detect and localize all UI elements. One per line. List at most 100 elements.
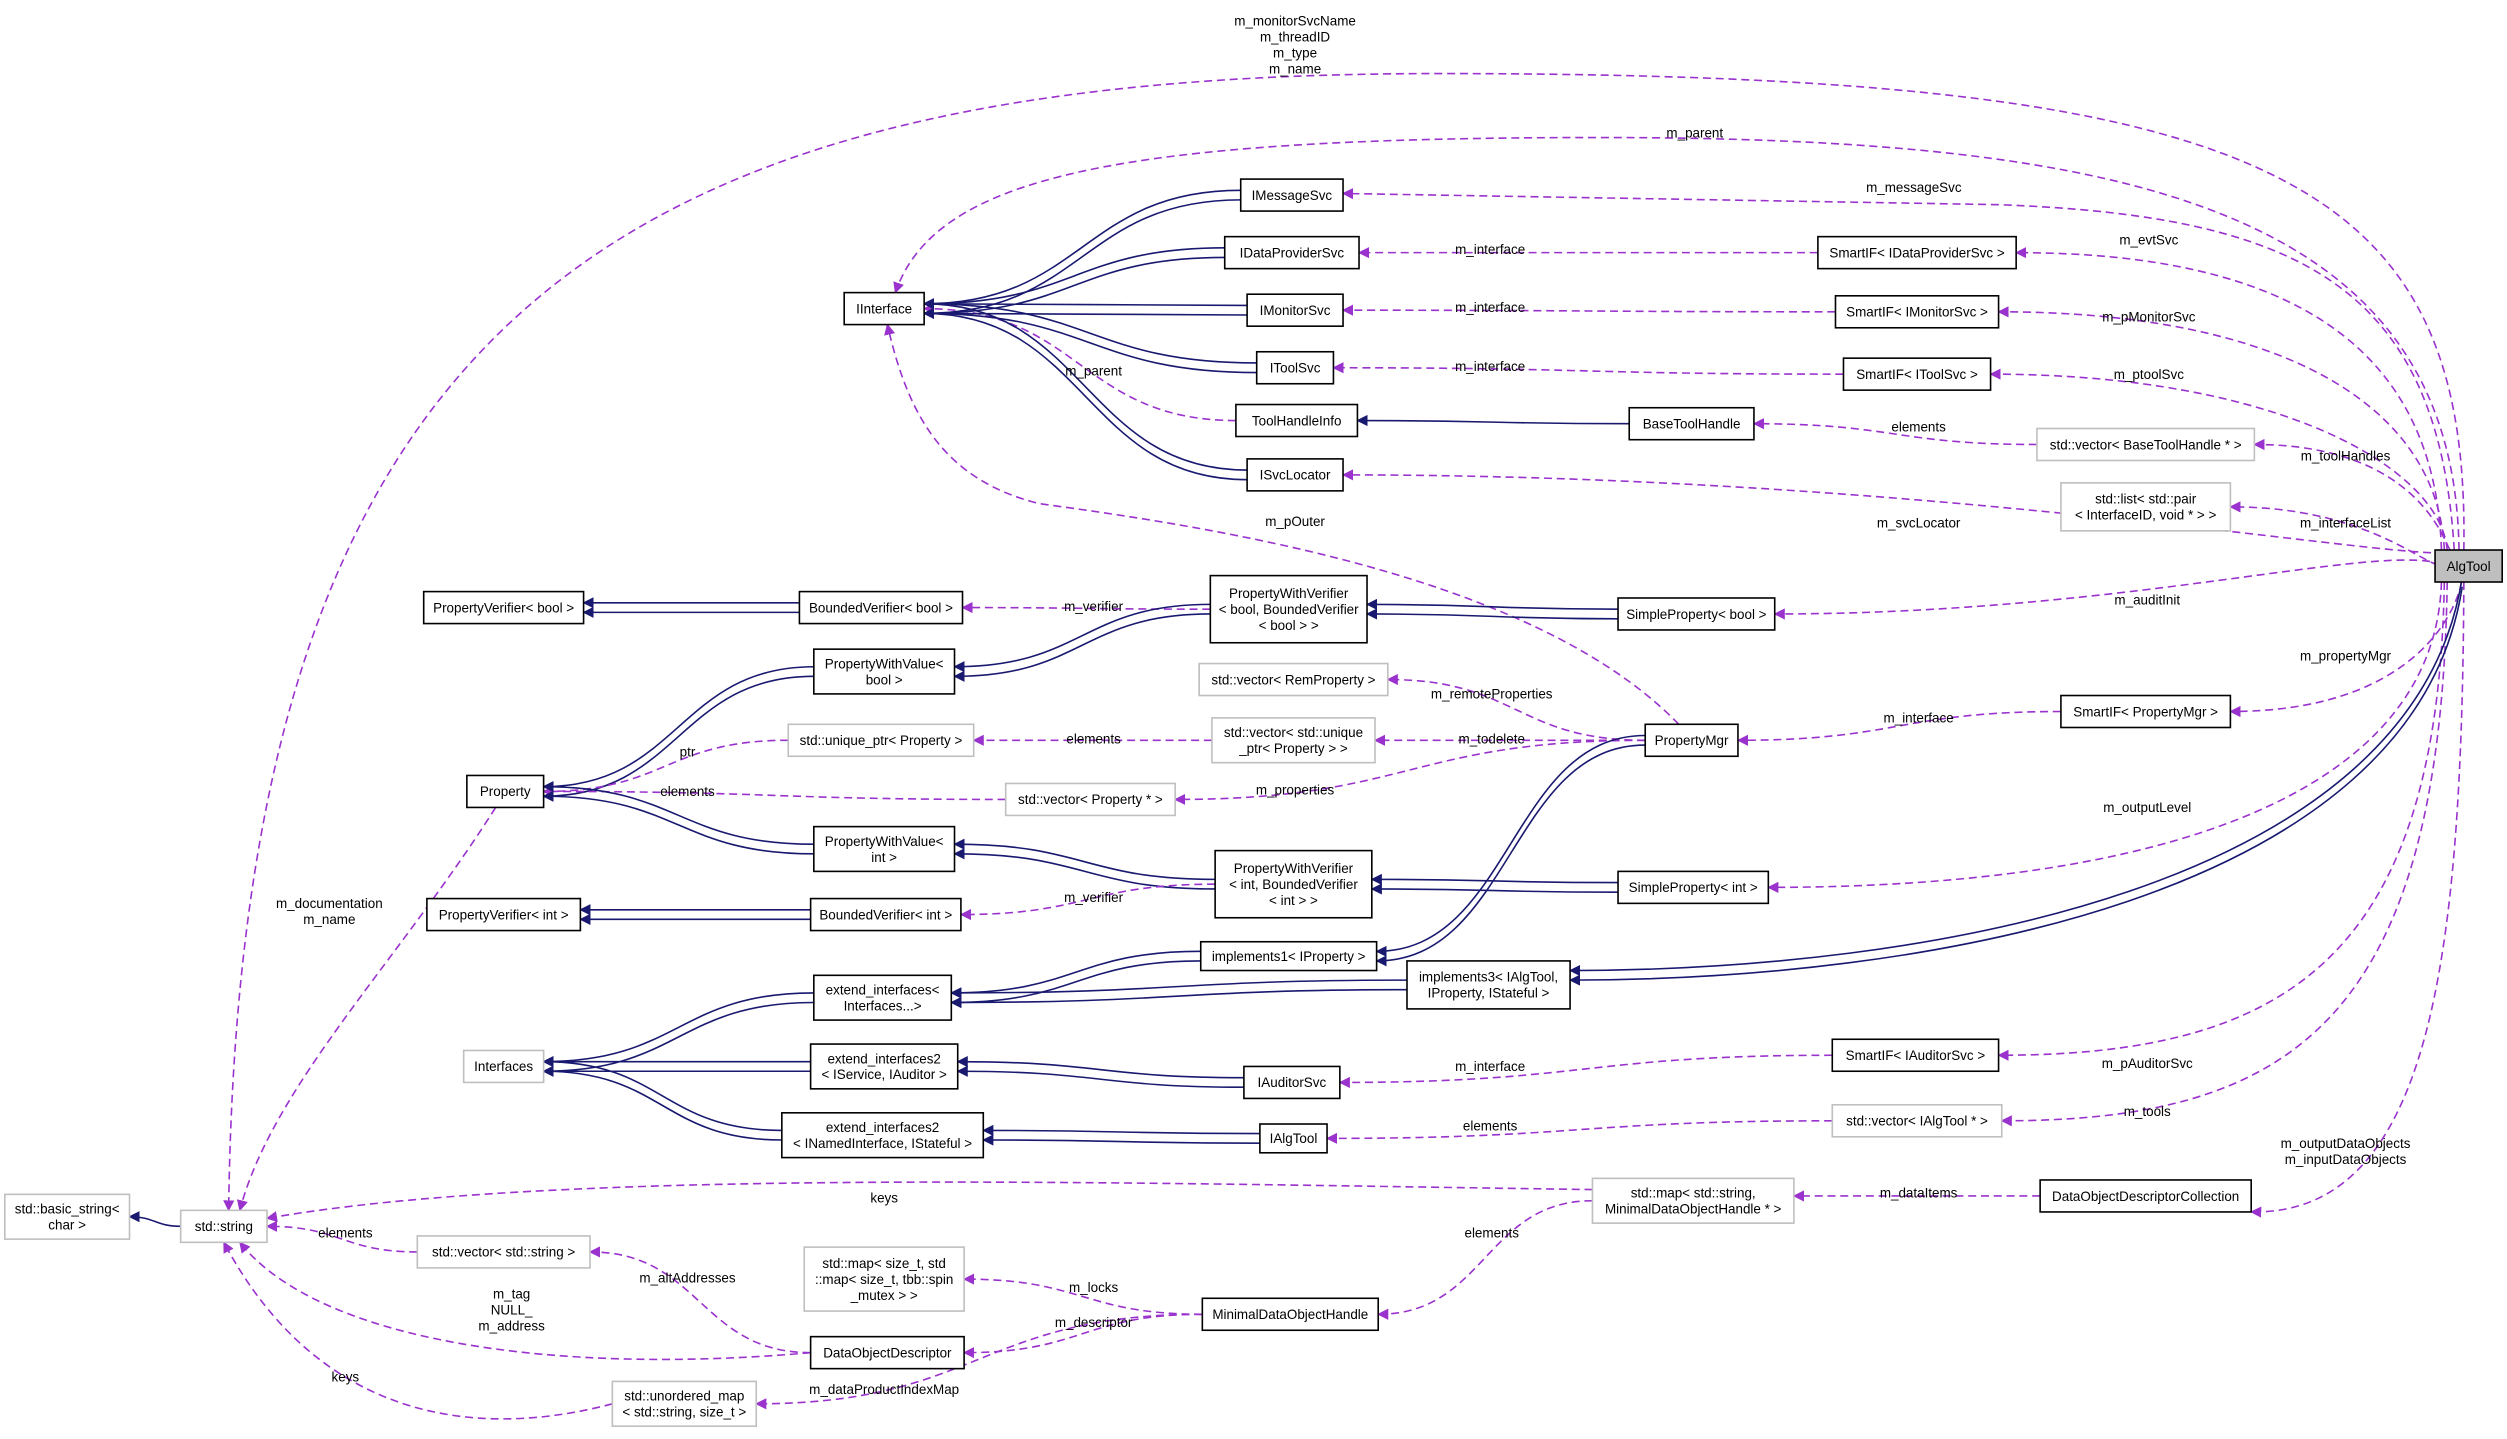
usage-edge xyxy=(1997,306,2446,551)
class-node-stdstring[interactable]: std::string xyxy=(179,1209,268,1244)
usage-edge xyxy=(265,1220,418,1253)
usage-edge xyxy=(1767,581,2443,893)
inheritance-edge xyxy=(542,1065,782,1141)
class-node-bverif_bool[interactable]: BoundedVerifier< bool > xyxy=(798,590,964,625)
edge-label: keys xyxy=(332,1369,360,1384)
node-label: SmartIF< IToolSvc > xyxy=(1856,367,1978,382)
node-box xyxy=(3,1193,131,1240)
usage-edge xyxy=(1332,362,1844,375)
class-node-smartif_tool[interactable]: SmartIF< IToolSvc > xyxy=(1842,357,1992,391)
edge-label: m_interfaceList xyxy=(2300,516,2391,531)
class-node-mdoh[interactable]: MinimalDataObjectHandle xyxy=(1201,1297,1380,1332)
node-box xyxy=(787,723,975,758)
edge-label: ptr xyxy=(680,744,696,759)
node-label: extend_interfaces<Interfaces...> xyxy=(826,983,940,1014)
node-label: extend_interfaces2< INamedInterface, ISt… xyxy=(793,1120,972,1151)
node-box xyxy=(798,590,964,625)
class-node-extif2_svc[interactable]: extend_interfaces2< IService, IAuditor > xyxy=(809,1043,959,1090)
node-box xyxy=(1617,870,1770,905)
class-node-smartif_mon[interactable]: SmartIF< IMonitorSvc > xyxy=(1834,295,2000,329)
class-node-algtool[interactable]: AlgTool xyxy=(2434,549,2504,583)
class-node-map_mdoh[interactable]: std::map< std::string,MinimalDataObjectH… xyxy=(1591,1177,1795,1224)
class-node-simple_bool[interactable]: SimpleProperty< bool > xyxy=(1617,597,1776,631)
edge-label: m_auditInit xyxy=(2114,592,2180,607)
class-node-basic_string[interactable]: std::basic_string<char > xyxy=(3,1193,131,1240)
usage-edge xyxy=(884,323,1680,725)
class-node-toolhandleinfo[interactable]: ToolHandleInfo xyxy=(1235,403,1359,438)
node-box xyxy=(1617,597,1776,631)
node-label: std::string xyxy=(195,1219,253,1234)
class-node-vec_string[interactable]: std::vector< std::string > xyxy=(416,1235,591,1269)
class-node-vec_bth[interactable]: std::vector< BaseToolHandle * > xyxy=(2036,427,2256,462)
class-node-extif[interactable]: extend_interfaces<Interfaces...> xyxy=(813,974,953,1021)
class-node-extif2_named[interactable]: extend_interfaces2< INamedInterface, ISt… xyxy=(781,1112,985,1159)
node-label: std::vector< std::string > xyxy=(432,1245,575,1260)
node-box xyxy=(1243,1065,1341,1100)
edge-label: m_locks xyxy=(1069,1280,1119,1295)
class-node-smartif_pm[interactable]: SmartIF< PropertyMgr > xyxy=(2060,694,2232,729)
node-box xyxy=(426,897,582,932)
class-node-bverif_int[interactable]: BoundedVerifier< int > xyxy=(809,897,962,932)
class-node-smartif_aud[interactable]: SmartIF< IAuditorSvc > xyxy=(1831,1038,2000,1073)
class-node-impl1[interactable]: implements1< IProperty > xyxy=(1199,940,1378,972)
usage-edge xyxy=(755,1313,1203,1410)
node-box xyxy=(1406,960,1571,1010)
node-label: IAuditorSvc xyxy=(1258,1075,1327,1090)
class-node-ialgtool[interactable]: IAlgTool xyxy=(1259,1123,1328,1154)
node-box xyxy=(422,590,585,625)
class-node-smartif_dps[interactable]: SmartIF< IDataProviderSvc > xyxy=(1817,235,2017,270)
inheritance-edge xyxy=(923,307,1248,481)
class-node-pwval_bool[interactable]: PropertyWithValue<bool > xyxy=(813,648,956,695)
node-box xyxy=(1628,406,1755,441)
class-node-impl3[interactable]: implements3< IAlgTool,IProperty, IStatef… xyxy=(1406,960,1571,1010)
class-node-pverif_int[interactable]: PropertyVerifier< int > xyxy=(426,897,582,932)
node-box xyxy=(1004,782,1176,817)
inheritance-edge xyxy=(542,992,814,1068)
class-node-basetoolhandle[interactable]: BaseToolHandle xyxy=(1628,406,1755,441)
node-label: IAlgTool xyxy=(1270,1131,1318,1146)
node-label: IMonitorSvc xyxy=(1260,303,1331,318)
class-node-pwval_int[interactable]: PropertyWithValue<int > xyxy=(813,825,956,873)
class-node-list_pair[interactable]: std::list< std::pair< InterfaceID, void … xyxy=(2060,482,2232,532)
node-label: implements3< IAlgTool,IProperty, IStatef… xyxy=(1419,970,1558,1001)
class-node-idataprovidersvc[interactable]: IDataProviderSvc xyxy=(1223,235,1360,270)
class-node-pwverif_int[interactable]: PropertyWithVerifier< int, BoundedVerifi… xyxy=(1214,849,1373,919)
class-node-imessagesvc[interactable]: IMessageSvc xyxy=(1239,178,1344,212)
class-node-iinterface[interactable]: IInterface xyxy=(843,291,925,326)
class-node-propertymgr[interactable]: PropertyMgr xyxy=(1644,723,1739,758)
inheritance-edge xyxy=(956,1056,1244,1079)
class-node-iauditorsvc[interactable]: IAuditorSvc xyxy=(1243,1065,1341,1100)
node-box xyxy=(1235,403,1359,438)
class-node-pverif_bool[interactable]: PropertyVerifier< bool > xyxy=(422,590,585,625)
node-label: std::vector< Property * > xyxy=(1018,792,1163,807)
class-node-itoolsvc[interactable]: IToolSvc xyxy=(1255,350,1335,385)
node-label: std::unique_ptr< Property > xyxy=(800,733,963,748)
inheritance-edge xyxy=(923,307,1248,319)
edge-label: m_interface xyxy=(1455,359,1525,374)
inheritance-edge xyxy=(542,675,814,802)
node-box xyxy=(1591,1177,1795,1224)
class-node-vec_remprop[interactable]: std::vector< RemProperty > xyxy=(1198,662,1389,697)
class-node-dod[interactable]: DataObjectDescriptor xyxy=(809,1335,965,1370)
node-box xyxy=(2434,549,2504,583)
class-node-simple_int[interactable]: SimpleProperty< int > xyxy=(1617,870,1770,905)
class-node-dodc[interactable]: DataObjectDescriptorCollection xyxy=(2039,1179,2252,1213)
edge-label: m_evtSvc xyxy=(2119,233,2178,248)
node-box xyxy=(843,291,925,326)
usage-edge xyxy=(1997,581,2446,1061)
class-node-imonitorsvc[interactable]: IMonitorSvc xyxy=(1246,293,1344,327)
node-label: AlgTool xyxy=(2447,559,2491,574)
node-box xyxy=(803,1246,965,1312)
class-node-interfaces[interactable]: Interfaces xyxy=(462,1049,545,1084)
class-node-vec_uptr[interactable]: std::vector< std::unique_ptr< Property >… xyxy=(1211,717,1376,764)
class-node-vec_prop[interactable]: std::vector< Property * > xyxy=(1004,782,1176,817)
usage-edge xyxy=(1386,673,1646,742)
node-box xyxy=(809,1043,959,1090)
class-node-isvclocator[interactable]: ISvcLocator xyxy=(1246,458,1344,492)
class-node-map_locks[interactable]: std::map< size_t, std::map< size_t, tbb:… xyxy=(803,1246,965,1312)
class-node-property[interactable]: Property xyxy=(466,774,545,809)
class-node-umap[interactable]: std::unordered_map< std::string, size_t … xyxy=(611,1380,758,1427)
class-node-pwverif_bool[interactable]: PropertyWithVerifier< bool, BoundedVerif… xyxy=(1209,574,1368,644)
class-node-vec_ialgtool[interactable]: std::vector< IAlgTool * > xyxy=(1831,1104,2003,1138)
class-node-uptr_prop[interactable]: std::unique_ptr< Property > xyxy=(787,723,975,758)
